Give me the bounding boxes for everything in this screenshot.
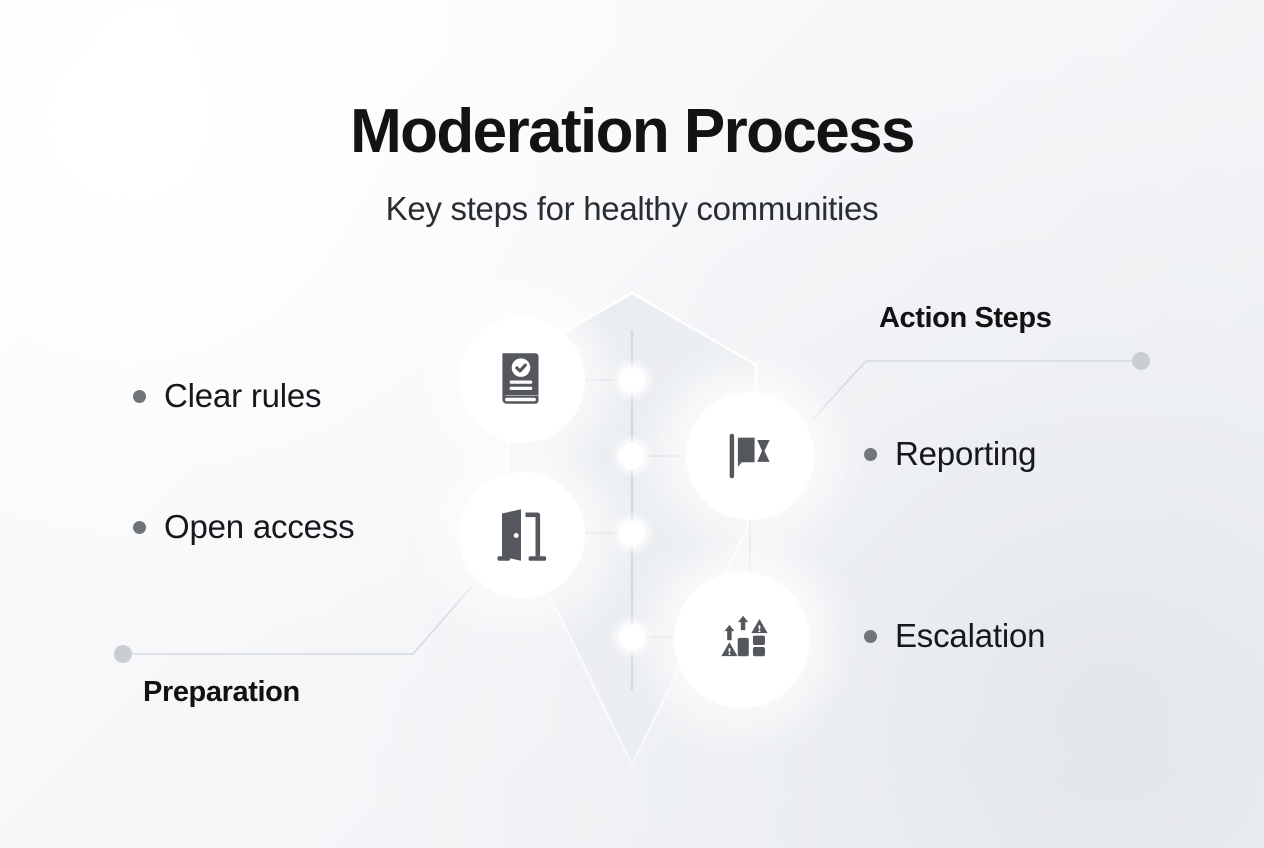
page-subtitle: Key steps for healthy communities <box>385 190 879 227</box>
connector-preparation <box>114 584 474 663</box>
bullet-dot-icon <box>864 629 877 643</box>
list-item-label: Escalation <box>895 617 1046 654</box>
bullet-dot-icon <box>133 389 146 403</box>
spine-nodes <box>610 358 654 659</box>
medallion-open-access <box>459 472 585 598</box>
list-item: Escalation <box>864 617 1045 655</box>
list-item: Reporting <box>864 435 1036 473</box>
list-item-label: Reporting <box>895 435 1037 472</box>
group-label-preparation: Preparation <box>143 676 300 708</box>
page-title: Moderation Process <box>350 97 915 166</box>
flag-report-icon <box>729 433 770 479</box>
medallion-clear-rules <box>459 317 585 443</box>
open-door-icon <box>497 509 547 561</box>
medallion-reporting <box>686 392 814 520</box>
bullet-dot-icon <box>133 520 146 534</box>
list-item-label: Open access <box>164 508 355 545</box>
list-item: Clear rules <box>133 377 322 415</box>
medallion-escalation <box>674 572 810 708</box>
connector-action-steps <box>811 352 1150 421</box>
list-item-label: Clear rules <box>164 377 322 414</box>
bullet-dot-icon <box>864 447 877 461</box>
escalation-bars-icon <box>721 615 768 657</box>
list-item: Open access <box>133 508 355 546</box>
rulebook-check-icon <box>502 353 539 404</box>
group-label-action-steps: Action Steps <box>879 302 1052 334</box>
